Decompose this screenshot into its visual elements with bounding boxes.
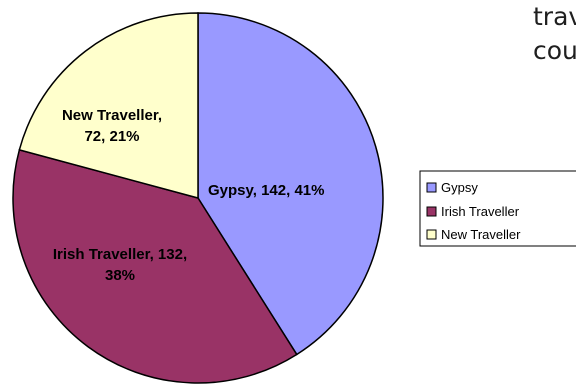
slice-label-new-traveller: New Traveller, <box>62 107 162 124</box>
pie-slice-new-traveller <box>18 12 199 199</box>
legend-label-irish-traveller: Irish Traveller <box>441 204 520 219</box>
legend-swatch-new-traveller <box>426 229 437 240</box>
pie-slice-irish-traveller <box>12 148 298 384</box>
legend-label-new-traveller: New Traveller <box>441 227 521 242</box>
legend-swatch-irish-traveller <box>426 206 437 217</box>
body-text-line-2: country. <box>533 36 576 65</box>
slice-label-new-traveller-pct: 72, 21% <box>84 128 139 145</box>
slice-label-irish-traveller: Irish Traveller, 132, <box>53 246 187 263</box>
pie-slices <box>12 12 384 384</box>
body-text: travelling co country. <box>533 0 576 80</box>
legend: Gypsy Irish Traveller New Traveller <box>419 170 576 247</box>
body-text-line-1: travelling co <box>533 2 576 31</box>
legend-label-gypsy: Gypsy <box>441 180 478 195</box>
slice-label-gypsy: Gypsy, 142, 41% <box>208 182 324 199</box>
legend-box <box>419 170 576 247</box>
slice-label-irish-traveller-pct: 38% <box>105 267 135 284</box>
pie-slice-gypsy <box>197 12 384 356</box>
legend-swatch-gypsy <box>426 182 437 193</box>
slice-labels: Gypsy, 142, 41% Irish Traveller, 132, 38… <box>53 107 325 284</box>
